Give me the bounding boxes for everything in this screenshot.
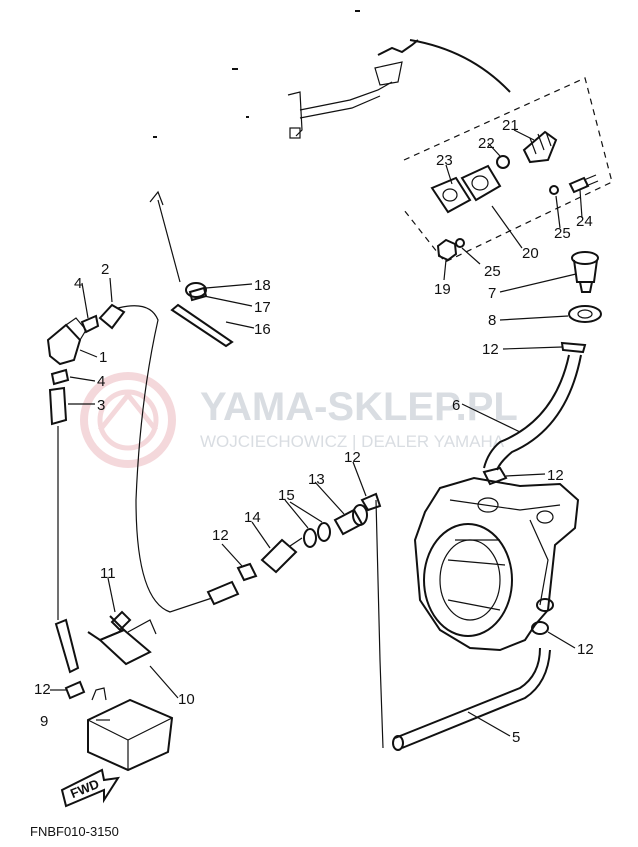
direction-arrow (157, 199, 181, 283)
callout-15: 15 (278, 487, 295, 504)
hose-stub (206, 580, 240, 606)
part-15-washers (303, 522, 331, 548)
callout-4: 4 (74, 275, 82, 292)
callout-21: 21 (502, 117, 519, 134)
callout-5: 5 (512, 729, 520, 746)
part-24-bolt (568, 174, 599, 194)
part-11-bolt (110, 610, 132, 632)
jet-pump-housing (413, 476, 580, 652)
part-1-elbow (46, 317, 87, 366)
leader-lines (50, 129, 583, 737)
callout-1: 1 (99, 349, 107, 366)
callout-13: 13 (308, 471, 325, 488)
callout-8: 8 (488, 312, 496, 329)
callout-12: 12 (212, 527, 229, 544)
callout-9: 9 (40, 713, 48, 730)
callout-22: 22 (478, 135, 495, 152)
callout-labels: 1 2 3 4 4 5 6 7 8 9 10 11 12 12 12 12 12… (34, 117, 594, 746)
callout-25: 25 (554, 225, 571, 242)
part-16-strap (170, 303, 234, 348)
part-9-box (87, 687, 174, 772)
part-3-tube (48, 386, 68, 426)
vent-tube (117, 305, 213, 613)
callout-3: 3 (97, 397, 105, 414)
callout-14: 14 (244, 509, 261, 526)
bypass-line (375, 499, 384, 749)
part-19-nut (436, 238, 458, 262)
callout-17: 17 (254, 299, 271, 316)
scan-specks (153, 10, 360, 138)
part-6-hose (483, 354, 582, 471)
part-23-gasket (430, 176, 472, 214)
callout-24: 24 (576, 213, 593, 230)
part-8-nut (568, 305, 602, 323)
callout-11: 11 (100, 565, 116, 582)
part-13-fitting (333, 504, 368, 536)
part-12-clamp (236, 562, 258, 582)
part-25-washer (455, 238, 465, 248)
drain-hose (54, 618, 80, 674)
throttle-linkage (287, 39, 511, 139)
callout-7: 7 (488, 285, 496, 302)
part-7-nozzle (571, 251, 599, 293)
watermark-logo-icon (80, 372, 176, 468)
watermark-subtitle: WOJCIECHOWICZ | DEALER YAMAHA (200, 432, 505, 451)
part-14-filter (260, 537, 303, 574)
callout-2: 2 (101, 261, 109, 278)
part-22-oring (496, 155, 510, 169)
part-5-hose (392, 647, 551, 751)
callout-12: 12 (34, 681, 51, 698)
diagram-code: FNBF010-3150 (30, 824, 119, 839)
part-10-bracket (87, 615, 157, 666)
part-4-clamp (80, 314, 100, 334)
part-20-plate (460, 164, 502, 202)
callout-10: 10 (178, 691, 195, 708)
callout-20: 20 (522, 245, 539, 262)
callout-12: 12 (482, 341, 499, 358)
watermark-title: YAMA-SKLEP.PL (200, 385, 518, 429)
callout-4: 4 (97, 373, 105, 390)
assembly-outline (403, 77, 613, 263)
part-12-clamp (64, 680, 86, 700)
part-4-clamp (50, 368, 70, 386)
callout-6: 6 (452, 397, 460, 414)
callout-16: 16 (254, 321, 271, 338)
part-12-clamp (360, 492, 382, 512)
callout-18: 18 (254, 277, 271, 294)
callout-23: 23 (436, 152, 453, 169)
fwd-arrow-icon: FWD (60, 768, 121, 808)
callout-12: 12 (344, 449, 361, 466)
part-2-tube (98, 303, 126, 330)
callout-12: 12 (577, 641, 594, 658)
part-18-cap (185, 282, 207, 298)
callout-25: 25 (484, 263, 501, 280)
callout-12: 12 (547, 467, 564, 484)
callout-19: 19 (434, 281, 451, 298)
part-25-washer (549, 185, 559, 195)
part-12-clamp (560, 341, 587, 354)
part-21-fitting (522, 130, 558, 164)
